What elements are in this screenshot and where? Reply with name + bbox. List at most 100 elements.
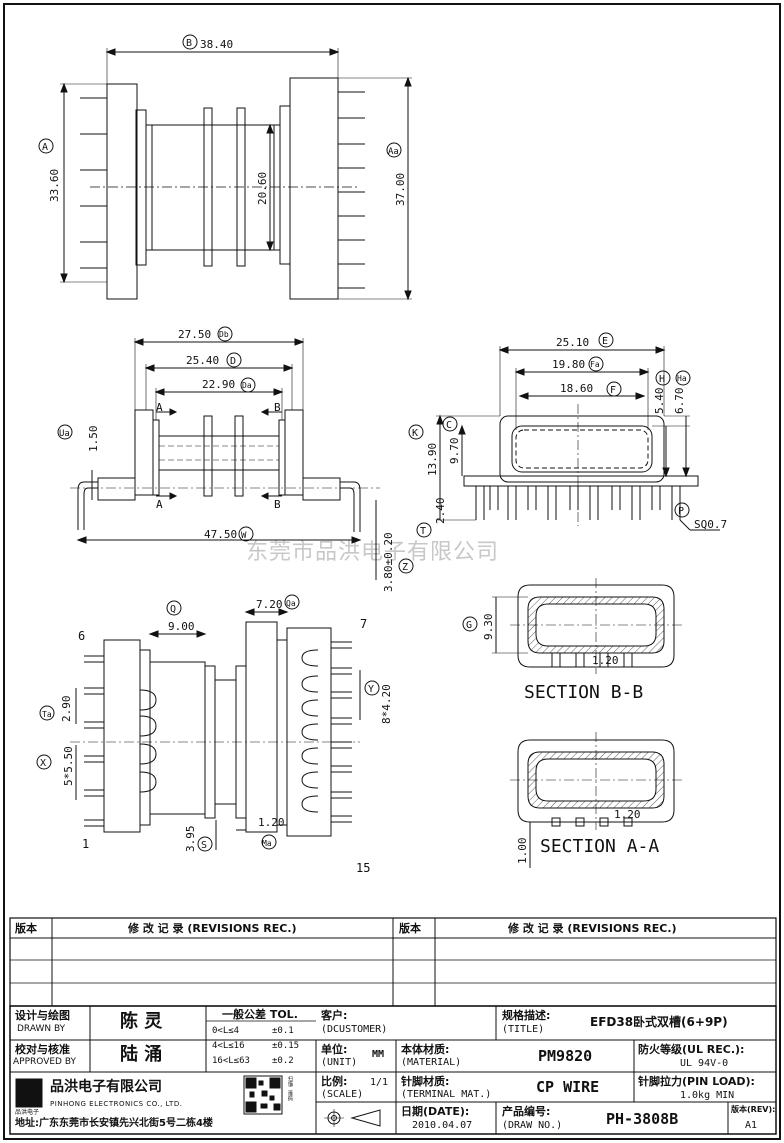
tol-range-2: 4<L≤16 [212,1041,245,1051]
pin-1: 1 [82,837,89,851]
company-logo-sub: 品洪电子 [15,1109,40,1116]
rev-record-header-left: 修 改 记 录 (REVISIONS REC.) [128,922,297,935]
mark-Da: Da [242,381,252,390]
dim-Ma: 1.20 [258,816,285,829]
mark-E: E [602,336,608,347]
title-block: PH [9,1005,777,1135]
designer-label: 设计与绘图 [15,1009,70,1022]
section-b-bottom: B [274,498,281,511]
mark-T: T [420,526,426,537]
rev-record-header-right: 修 改 记 录 (REVISIONS REC.) [508,922,677,935]
drawno-label-en: (DRAW NO.) [502,1120,563,1131]
qr-caption: 扫描二维码 [287,1076,293,1101]
pinload-value: 1.0kg MIN [680,1090,735,1101]
section-b-top: B [274,401,281,414]
bottom-view [36,594,380,852]
mark-G: G [466,620,472,631]
mark-Ta: Ta [42,710,52,719]
section-aa [510,732,684,868]
dim-S: 3.95 [184,826,197,853]
dim-P: SQ0.7 [694,518,727,531]
ul-label: 防火等级(UL REC.): [638,1043,745,1056]
mark-S: S [201,840,207,851]
mark-Z: Z [402,562,408,573]
material-label: 本体材质: [401,1043,450,1056]
unit-label: 单位: [321,1043,348,1056]
end-view-labels: 25.10 E 19.80 Fa 18.60 F 5.40 H 6.70 Ha … [412,336,727,537]
tol-range-1: 0<L≤4 [212,1026,240,1036]
dim-Db: 27.50 [178,328,211,341]
section-bb-title: SECTION B-B [524,682,643,703]
title-value: EFD38卧式双槽(6+9P) [590,1015,728,1029]
section-aa-width: 1.20 [614,808,641,821]
mark-Ua: Ua [59,429,70,439]
designer-label-en: DRAWN BY [17,1024,66,1034]
side-view [57,326,414,580]
tol-value-1: ±0.1 [272,1026,294,1036]
dim-T: 2.40 [434,498,447,525]
revisions-table [9,917,777,1007]
mark-F: F [610,385,616,396]
dim-E: 25.10 [556,336,589,349]
rev-label: 版本(REV): [731,1105,776,1114]
dim-X: 5*5.50 [62,746,75,786]
company-address: 地址:广东东莞市长安镇先兴北街5号二栋4楼 [15,1118,213,1129]
section-bb-width: 1.20 [592,654,619,667]
dim-F: 18.60 [560,382,593,395]
side-view-labels: 27.50 Db 25.40 D 22.90 Da A A B B 1.50 U… [59,328,408,592]
bottom-view-labels: 9.00 Q 7.20 Qa 6 7 1 15 2.90 Ta 5*5.50 X… [40,598,393,875]
mark-Db: Db [219,330,229,339]
dim-A: 33.60 [48,169,61,202]
pinload-label: 针脚拉力(PIN LOAD): [638,1075,755,1088]
company-name: 品洪电子有限公司 [50,1079,162,1095]
dim-Ha: 6.70 [673,388,686,415]
mark-W: W [241,531,247,541]
dim-Ua: 1.50 [87,426,100,453]
mark-Ma: Ma [262,839,272,848]
dim-G: 9.30 [482,614,495,641]
dim-B: 38.40 [200,38,233,51]
pin-6: 6 [78,629,85,643]
section-aa-labels: 1.20 1.00 SECTION A-A [516,808,659,864]
mark-B: B [186,38,192,49]
dim-Qa: 7.20 [256,598,283,611]
drawno-label: 产品编号: [502,1105,551,1118]
mark-X: X [40,758,46,769]
sheet-border [3,3,781,1140]
mark-Y: Y [368,684,374,695]
company-logo: PH [19,1085,37,1103]
material-value: PM9820 [538,1047,593,1065]
dim-Da: 22.90 [202,378,235,391]
dim-Q: 9.00 [168,620,195,633]
date-label: 日期(DATE): [401,1105,470,1118]
ul-value: UL 94V-0 [680,1058,729,1069]
unit-label-en: (UNIT) [321,1057,358,1068]
customer-label: 客户: [321,1009,348,1022]
tol-value-2: ±0.15 [272,1041,300,1051]
scale-label-en: (SCALE) [321,1089,364,1100]
dim-Z: 3.80±0.20 [382,532,395,592]
top-view-labels: B 38.40 A 33.60 20.60 Aa 37.00 [42,38,407,206]
title-label: 规格描述: [502,1009,551,1022]
designer-name: 陈 灵 [120,1011,163,1032]
tol-range-3: 16<L≤63 [212,1056,250,1066]
approver-label-en: APPROVED BY [13,1057,77,1067]
scale-label: 比例: [321,1075,348,1088]
pin-15: 15 [356,861,370,875]
drawno-value: PH-3808B [606,1110,679,1128]
watermark: 东莞市品洪电子有限公司 [246,540,500,565]
tol-value-3: ±0.2 [272,1056,294,1066]
mark-Aa: Aa [388,147,399,157]
rev-version-header-right: 版本 [399,922,421,935]
mark-Qa: Qa [286,599,296,608]
customer-label-en: (DCUSTOMER) [321,1024,388,1035]
dim-D: 25.40 [186,354,219,367]
tolerance-title: 一般公差 TOL. [222,1008,298,1021]
top-view [38,34,412,301]
section-aa-title: SECTION A-A [540,836,659,857]
dim-Ta: 2.90 [60,696,73,723]
mark-Fa: Fa [590,360,600,369]
date-value: 2010.04.07 [412,1120,473,1131]
approver-name: 陆 涌 [120,1044,163,1065]
section-bb [462,578,684,674]
